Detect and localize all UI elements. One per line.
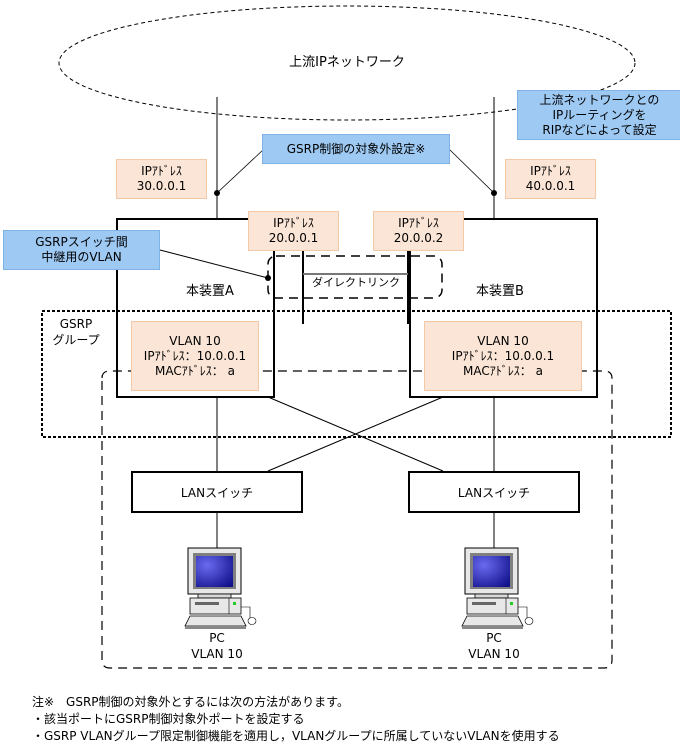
relay-vlan-line: GSRPスイッチ間 xyxy=(35,235,128,249)
relay-vlan-callout: GSRPスイッチ間 中継用のVLAN xyxy=(3,230,160,270)
vlan-ip: IPｱﾄﾞﾚｽ：10.0.0.1 xyxy=(143,348,247,363)
ip-box-upstream-b: IPｱﾄﾞﾚｽ 40.0.0.1 xyxy=(505,159,596,199)
ip-label: IPｱﾄﾞﾚｽ xyxy=(530,164,571,178)
device-b-name: 本装置B xyxy=(476,284,524,299)
callout-leader-b xyxy=(448,148,495,194)
gsrp-exclude-callout: GSRP制御の対象外設定※ xyxy=(262,134,450,164)
vlan-id: VLAN 10 xyxy=(169,333,221,348)
lan-switch-1[interactable]: LANスイッチ xyxy=(131,471,303,513)
gsrp-group-label-line: GSRP xyxy=(59,317,93,331)
relay-vlan-leader xyxy=(159,249,269,279)
ip-value: 30.0.0.1 xyxy=(136,179,187,193)
pc-1-label: PC VLAN 10 xyxy=(177,630,257,662)
device-a-box[interactable] xyxy=(116,218,275,398)
ip-box-direct-b: IPｱﾄﾞﾚｽ 20.0.0.2 xyxy=(373,211,464,251)
vlan-mac: MACｱﾄﾞﾚｽ： a xyxy=(155,363,235,378)
lan-switch-label: LANスイッチ xyxy=(180,485,254,500)
callout-leader-a xyxy=(216,148,265,194)
routing-callout-line: 上流ネットワークとの xyxy=(539,92,660,107)
device-a-name: 本装置A xyxy=(186,284,234,299)
pc-icon[interactable] xyxy=(184,547,257,629)
vlan-mac: MACｱﾄﾞﾚｽ： a xyxy=(463,363,543,378)
pc-vlan: VLAN 10 xyxy=(468,647,520,661)
pc-vlan: VLAN 10 xyxy=(191,647,243,661)
device-a-vlan-box: VLAN 10 IPｱﾄﾞﾚｽ：10.0.0.1 MACｱﾄﾞﾚｽ： a xyxy=(131,321,259,391)
ip-box-direct-a: IPｱﾄﾞﾚｽ 20.0.0.1 xyxy=(248,211,339,251)
relay-vlan-line: 中継用のVLAN xyxy=(41,250,122,264)
ip-label: IPｱﾄﾞﾚｽ xyxy=(141,164,182,178)
note-line: 注※ GSRP制御の対象外とするには次の方法があります。 xyxy=(32,695,349,709)
pc-name: PC xyxy=(209,631,225,645)
routing-callout-line: RIPなどによって設定 xyxy=(542,122,657,137)
routing-callout: 上流ネットワークとの IPルーティングを RIPなどによって設定 xyxy=(517,90,680,140)
vlan-id: VLAN 10 xyxy=(477,333,529,348)
routing-callout-line: IPルーティングを xyxy=(552,107,647,122)
upstream-network-ellipse xyxy=(58,5,636,121)
device-b-vlan-box: VLAN 10 IPｱﾄﾞﾚｽ：10.0.0.1 MACｱﾄﾞﾚｽ： a xyxy=(424,321,582,391)
link-b-switch1 xyxy=(267,396,444,472)
gsrp-group-label: GSRP グループ xyxy=(46,316,106,348)
pc-icon[interactable] xyxy=(461,547,534,629)
ip-box-upstream-a: IPｱﾄﾞﾚｽ 30.0.0.1 xyxy=(116,159,207,199)
pc-2-label: PC VLAN 10 xyxy=(454,630,534,662)
lan-switch-2[interactable]: LANスイッチ xyxy=(408,471,580,513)
note-line: ・該当ポートにGSRP制御対象外ポートを設定する xyxy=(32,712,305,726)
upstream-network-label: 上流IPネットワーク xyxy=(289,55,405,70)
ip-value: 20.0.0.2 xyxy=(393,231,444,245)
gsrp-group-region xyxy=(41,310,672,438)
vlan-ip: IPｱﾄﾞﾚｽ：10.0.0.1 xyxy=(451,348,555,363)
ip-label: IPｱﾄﾞﾚｽ xyxy=(273,216,314,230)
note-line: ・GSRP VLANグループ限定制御機能を適用し，VLANグループに所属していな… xyxy=(32,729,560,743)
direct-link-label: ダイレクトリンク xyxy=(312,276,400,289)
pc-name: PC xyxy=(486,631,502,645)
vlan10-region xyxy=(101,370,613,669)
ip-value: 40.0.0.1 xyxy=(525,179,576,193)
device-b-box[interactable] xyxy=(409,218,598,398)
lan-switch-label: LANスイッチ xyxy=(457,485,531,500)
gsrp-group-label-line: グループ xyxy=(52,333,100,347)
ip-value: 20.0.0.1 xyxy=(268,231,319,245)
ip-label: IPｱﾄﾞﾚｽ xyxy=(398,216,439,230)
gsrp-exclude-text: GSRP制御の対象外設定※ xyxy=(286,141,426,156)
